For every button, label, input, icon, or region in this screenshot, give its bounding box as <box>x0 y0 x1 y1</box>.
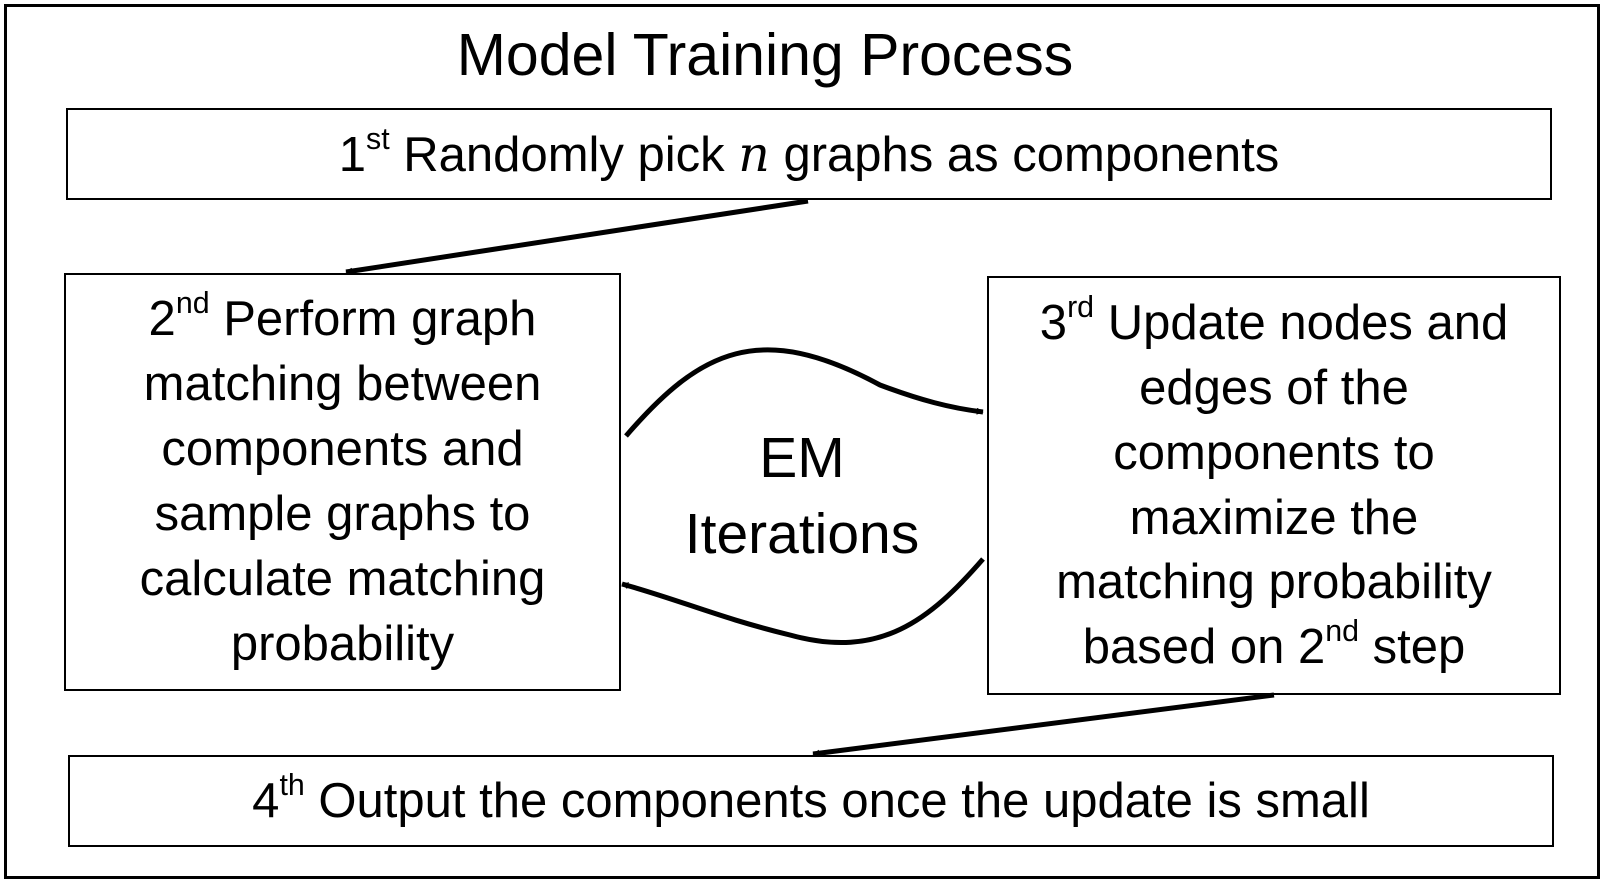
arrow-step1-to-step2 <box>345 198 809 275</box>
step-2-text: 2nd Perform graph matching between compo… <box>139 286 546 671</box>
step-2-box: 2nd Perform graph matching between compo… <box>64 273 621 691</box>
arrow-step3-to-step2 <box>621 557 985 645</box>
em-iterations-label: EM Iterations <box>684 426 920 567</box>
step-4-box: 4th Output the components once the updat… <box>68 755 1554 847</box>
arrow-step2-to-step3 <box>624 347 984 438</box>
step-1-box: 1st Randomly pick n graphs as components <box>66 108 1552 200</box>
arrow-step3-to-step4 <box>812 692 1275 757</box>
step-3-text: 3rd Update nodes and edges of the compon… <box>1039 289 1509 675</box>
step-1-text: 1st Randomly pick n graphs as components <box>338 121 1280 183</box>
step-4-text: 4th Output the components once the updat… <box>252 768 1370 828</box>
diagram-title: Model Training Process <box>456 22 1074 88</box>
step-3-box: 3rd Update nodes and edges of the compon… <box>987 276 1561 695</box>
diagram-frame <box>4 4 1600 879</box>
variable-n: n <box>738 125 770 183</box>
